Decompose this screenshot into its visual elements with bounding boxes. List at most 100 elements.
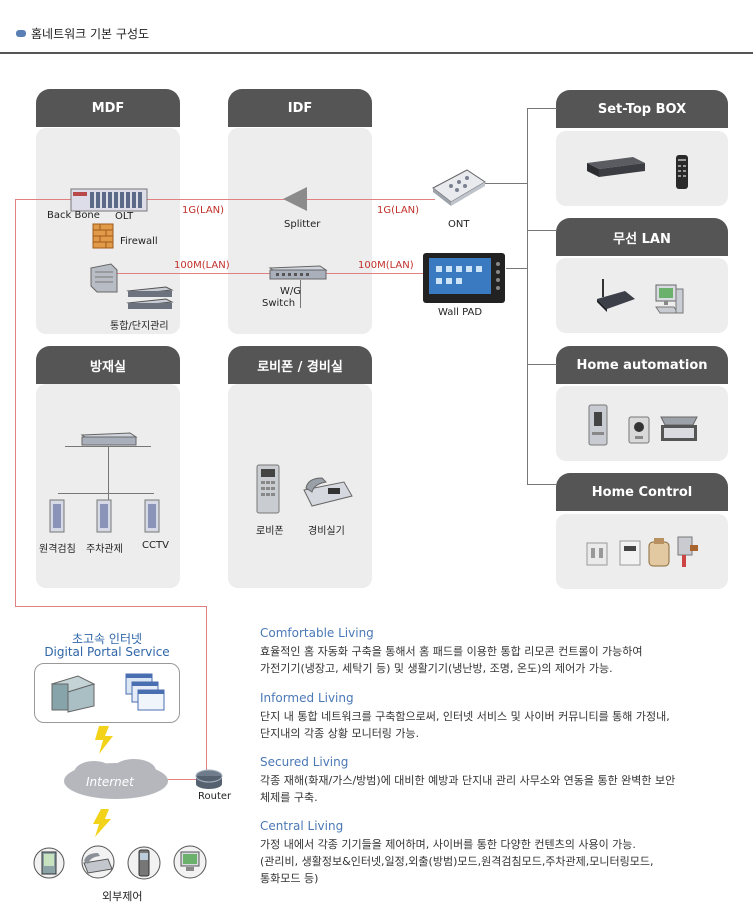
idf-tab: IDF [228,89,372,127]
internet-label: Internet [86,775,134,789]
computer-icon [173,845,207,879]
telephone-icon [81,845,115,879]
light-switch-icon [586,542,608,566]
settop-box-icon [587,157,645,177]
server-icon [90,263,118,293]
page-title: 홈네트워크 기본 구성도 [16,25,149,42]
portal-server-icon [50,675,96,713]
ont-icon [432,169,486,206]
wlan-panel [556,258,728,333]
desc-line: 단지내의 각종 상황 모니터링 가능. [260,727,420,740]
bangjae-branch [58,493,154,494]
wg-switch-icon [268,265,328,280]
valve-controller-icon [677,536,698,567]
backbone-label: Back Bone [47,210,100,221]
homectrl-panel [556,514,728,589]
guard-phone-icon [303,477,353,507]
router-red-line [206,606,207,772]
desc-title-secured: Secured Living [260,755,349,769]
desc-title-comfortable: Comfortable Living [260,626,374,640]
wg-label: W/G [280,286,302,297]
bullet-icon [16,30,26,37]
switch-label: Switch [262,298,296,309]
cctv-label: CCTV [142,540,169,551]
homeauto-connector [527,364,557,365]
desc-line: 각종 재해(화재/가스/방범)에 대비한 예방과 단지내 관리 사무소와 연동을… [260,774,676,787]
firewall-icon [92,223,114,249]
desc-body-comfortable: 효율적인 홈 자동화 구축을 통해서 홈 패드를 이용한 통합 리모콘 컨트롤이… [260,643,750,677]
remote-meter-server-icon [49,499,65,533]
page-title-text: 홈네트워크 기본 구성도 [31,27,150,41]
ont-label: ONT [448,219,470,230]
desc-line: 가정 내에서 각종 기기들을 제어하며, 사이버를 통한 다양한 컨텐츠의 사용… [260,838,636,851]
parking-label: 주차관제 [86,544,123,555]
thermostat-icon [619,540,641,566]
desc-title-informed: Informed Living [260,691,354,705]
wlan-tab: 무선 LAN [556,218,728,256]
range-hood-icon [660,416,698,441]
1g-right-label: 1G(LAN) [377,205,420,216]
splitter-label: Splitter [284,219,321,230]
desc-title-central: Central Living [260,819,344,833]
lobby-phone-icon [256,464,280,514]
homectrl-tab: Home Control [556,473,728,511]
settop-connector [527,108,557,109]
integrated-management-label: 통합/단지관리 [110,321,169,332]
1g-left-label: 1G(LAN) [182,205,225,216]
router-icon [195,769,223,789]
bangjae-switch-icon [80,432,138,446]
parking-server-icon [96,499,112,533]
homeauto-tab: Home automation [556,346,728,384]
door-lock-icon [588,404,608,446]
router-label: Router [198,791,232,802]
desktop-pc-icon [655,284,684,314]
wallpad-connector [506,268,528,269]
lobby-panel [228,384,372,588]
gas-valve-icon [648,538,670,567]
left-red-trunk [15,199,16,606]
header-divider [0,52,753,54]
desc-body-central: 가정 내에서 각종 기기들을 제어하며, 사이버를 통한 다양한 컨텐츠의 사용… [260,836,750,887]
desc-line: (관리비, 생활정보&인터넷,일정,외출(방범)모드,원격검침모드,주차관제,모… [260,855,654,868]
right-trunk-line [527,108,528,484]
guard-phone-label: 경비실기 [308,526,345,537]
lightning-icon-2 [93,809,111,837]
pda-icon [33,847,65,879]
remote-control-icon [676,155,688,189]
portal-line1: 초고속 인터넷 [71,632,143,646]
firewall-label: Firewall [120,236,158,247]
desc-line: 통화모드 등) [260,872,319,885]
wg-down-line [300,280,301,308]
wireless-router-icon [597,279,635,312]
desc-line: 가전기기(냉장고, 세탁기 등) 및 생활기기(냉난방, 조명, 온도)의 제어… [260,662,613,675]
portal-windows-icon [125,673,165,711]
lightning-icon [95,726,113,754]
bangjae-center-line [108,446,109,500]
internet-router-line [166,779,196,780]
external-control-label: 외부제어 [102,890,143,903]
desc-body-secured: 각종 재해(화재/가스/방범)에 대비한 예방과 단지내 관리 사무소와 연동을… [260,772,750,806]
mdf-tab: MDF [36,89,180,127]
internet-cloud-icon [64,759,168,799]
desc-body-informed: 단지 내 통합 네트워크를 구축함으로써, 인터넷 서비스 및 사이버 커뮤니티… [260,708,750,742]
100m-left-label: 100M(LAN) [174,260,230,271]
splitter-icon [283,187,307,211]
1g-link-line [15,199,435,200]
wlan-connector [527,230,557,231]
wallpad-icon [423,253,505,303]
door-camera-icon [628,416,650,444]
lobby-tab: 로비폰 / 경비실 [228,346,372,384]
desc-line: 효율적인 홈 자동화 구축을 통해서 홈 패드를 이용한 통합 리모콘 컨트롤이… [260,645,643,658]
ont-connector [485,183,528,184]
wallpad-label: Wall PAD [438,307,483,318]
homectrl-connector [527,484,557,485]
settop-tab: Set-Top BOX [556,90,728,128]
portal-line2: Digital Portal Service [44,645,170,659]
cctv-server-icon [144,499,160,533]
lobby-phone-label: 로비폰 [256,526,284,537]
remote-meter-label: 원격검침 [39,544,76,555]
bangjae-tab: 방재실 [36,346,180,384]
olt-label: OLT [115,211,134,222]
management-server-icon [126,286,174,309]
desc-line: 단지 내 통합 네트워크를 구축함으로써, 인터넷 서비스 및 사이버 커뮤니티… [260,710,670,723]
